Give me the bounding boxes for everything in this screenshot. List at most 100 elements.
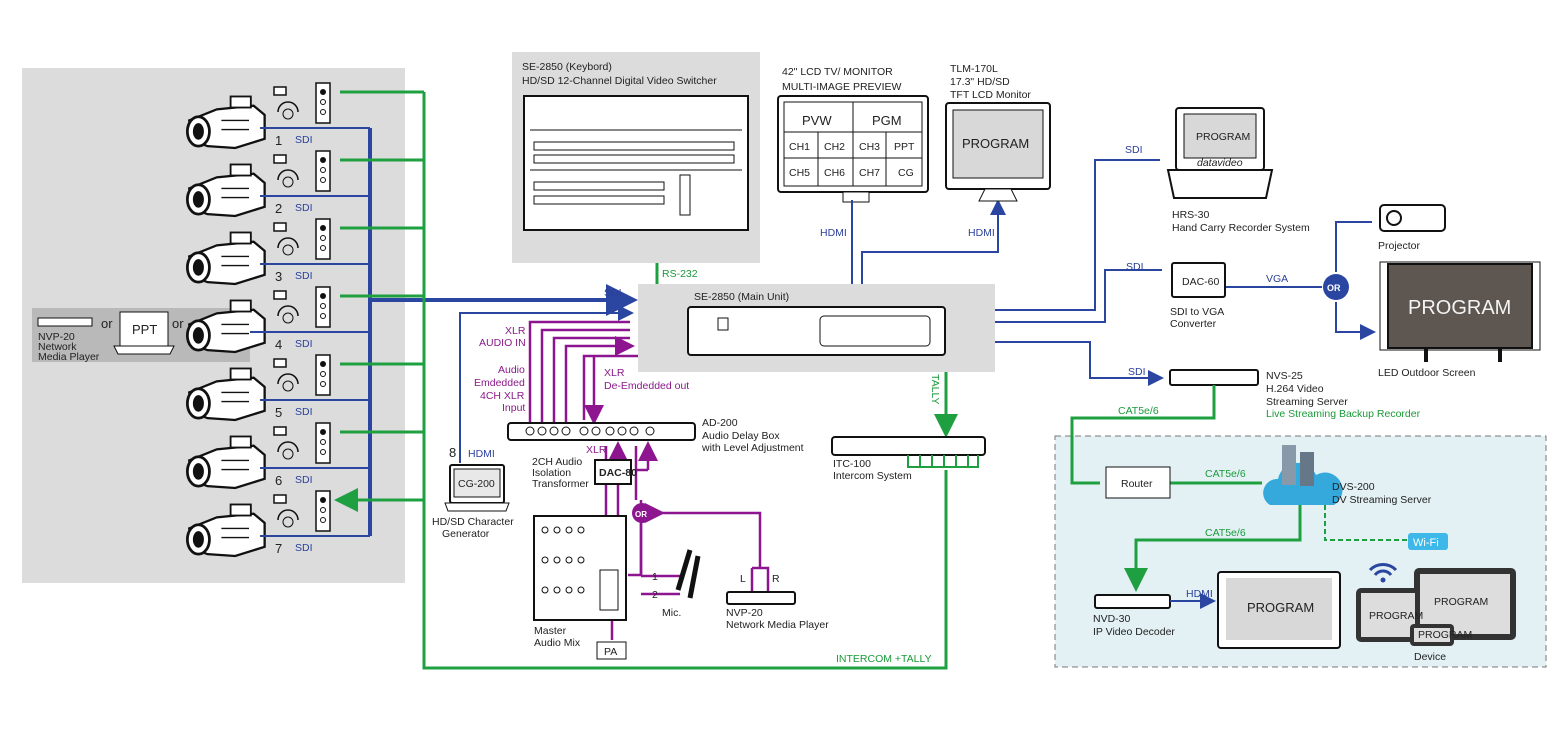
itc-desc: Intercom System [833,470,912,482]
or-text: or [172,316,184,331]
svg-text:SDI: SDI [295,338,313,350]
device-label: Device [1414,651,1446,663]
cg-desc: HD/SD Character [432,516,514,528]
main-unit-title: SE-2850 (Main Unit) [694,291,789,303]
svg-text:SDI: SDI [295,474,313,486]
nvp20-name: NVP-20 [726,607,763,619]
dvs-name: DVS-200 [1332,481,1375,493]
router-box [1105,466,1171,499]
svg-text:6: 6 [275,473,282,488]
svg-text:2: 2 [275,201,282,216]
dac80-device [594,459,632,485]
wifi-label: Wi-Fi [1413,537,1439,549]
svg-text:PPT: PPT [894,141,915,153]
led-name: LED Outdoor Screen [1378,367,1476,379]
nvs-desc: Streaming Server [1266,396,1348,408]
nvp20-device [726,591,796,605]
tv-screen: PROGRAM [1247,600,1314,615]
router-label: Router [1121,478,1153,490]
dac60-device [1171,262,1226,298]
nvd-name: NVD-30 [1093,613,1131,625]
svg-text:CG: CG [898,167,914,179]
sdi-label: SDI [1126,261,1144,273]
projector-name: Projector [1378,240,1421,252]
sdi-label: SDI [1125,144,1143,156]
svg-text:7: 7 [275,541,282,556]
wifi-badge [1408,533,1448,550]
emb-label: Emdedded [474,377,525,389]
ad200-desc: with Level Adjustment [701,442,804,454]
nvs-name: NVS-25 [1266,370,1303,382]
led-screen-text: PROGRAM [1408,297,1511,319]
nvs-backup: Live Streaming Backup Recorder [1266,408,1421,420]
mixer-knobs [541,526,619,611]
svg-text:4: 4 [275,337,282,352]
emb-label: Input [502,402,525,414]
hrs-name: HRS-30 [1172,209,1210,221]
or-text: or [101,316,113,331]
svg-text:SDI: SDI [295,270,313,282]
tlm-title: 17.3" HD/SD [950,76,1010,88]
ad200-desc: Audio Delay Box [702,430,780,442]
keyboard-buttons [533,141,735,216]
intercom-tally-label: INTERCOM +TALLY [836,653,932,665]
or-label: OR [635,510,647,519]
pvw-label: PVW [802,113,832,128]
emb-label: 4CH XLR [480,390,525,402]
xlr-audio-in-label: AUDIO IN [479,337,526,349]
iso-label: 2CH Audio [532,456,582,468]
or-node [1323,274,1349,300]
ad200-device [507,422,696,441]
mic-number: 2 [652,589,658,601]
svg-text:3: 3 [275,269,282,284]
tally-label: TALLY [929,374,941,405]
phone-screen: PROGRAM [1418,629,1472,641]
svg-text:5: 5 [275,405,282,420]
tlm-screen: PROGRAM [962,136,1029,151]
tlm-title: TFT LCD Monitor [950,89,1031,101]
emb-label: Audio [498,364,525,376]
nvp20-label: NVP-20 [38,331,75,343]
nvd-desc: IP Video Decoder [1093,626,1175,638]
cg-screen-label: CG-200 [458,478,495,490]
xlr-label: XLR [505,325,526,337]
dvs-desc: DV Streaming Server [1332,494,1432,506]
dac60-label: DAC-60 [1182,276,1220,288]
nvp20-device [37,317,93,327]
deemb-label: XLR [604,367,625,379]
led-screen [1387,263,1533,349]
hrs-desc: Hand Carry Recorder System [1172,222,1310,234]
rs232-label: RS-232 [662,268,698,280]
r-label: R [772,573,780,585]
hdmi-label: HDMI [1186,588,1213,600]
cat-label: CAT5e/6 [1205,468,1246,480]
sdi-bus [250,127,630,537]
cg-desc: Generator [442,528,490,540]
svg-text:SDI: SDI [295,406,313,418]
iso-label: Isolation [532,467,571,479]
svg-text:1: 1 [275,133,282,148]
itc-name: ITC-100 [833,458,871,470]
hrs-screen: PROGRAM [1196,131,1250,143]
mic-number: 1 [652,571,658,583]
wifi-icon [1368,563,1398,577]
tablet-screen: PROGRAM [1369,610,1423,622]
microphone-icon [675,549,701,599]
nvd30-device [1094,594,1171,609]
svg-text:CH5: CH5 [789,167,810,179]
vga-label: VGA [1266,273,1288,285]
hdmi-label: HDMI [968,227,995,239]
svg-text:SDI: SDI [295,202,313,214]
cg-number: 8 [449,445,456,460]
cg-hdmi-label: HDMI [468,448,495,460]
nvs-desc: H.264 Video [1266,383,1324,395]
multiview-title: MULTI-IMAGE PREVIEW [782,81,901,93]
dac60-desc: SDI to VGA [1170,306,1224,318]
ppt-screen: PPT [132,322,157,337]
intercom-bus [340,90,948,670]
pgm-label: PGM [872,113,902,128]
deemb-label: De-Emdedded out [604,380,689,392]
tablet-screen: PROGRAM [1434,596,1488,608]
cat-label: CAT5e/6 [1118,405,1159,417]
